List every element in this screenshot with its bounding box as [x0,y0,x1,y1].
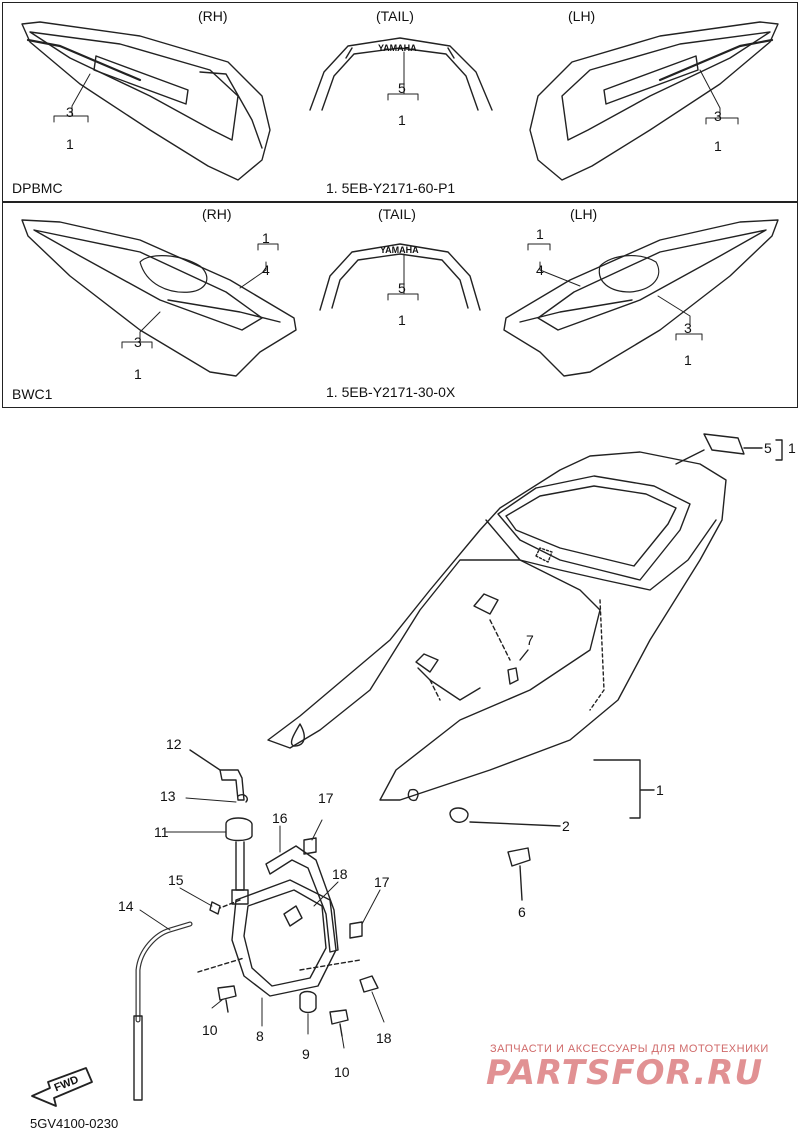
tail-cover-2 [319,243,481,311]
tail-decal-part [703,433,745,455]
callout-p1-rh-1: 1 [66,136,74,152]
callout-7: 7 [526,632,534,648]
panel1-rh-label: (RH) [198,8,228,24]
panel2-yamaha-logo: YAMAHA [380,245,419,255]
panel1-yamaha-logo: YAMAHA [378,43,417,53]
decal-panel-dpbmc [2,2,798,202]
panel2-tail-label: (TAIL) [378,206,416,222]
callout-18a: 18 [332,866,348,882]
callout-17b: 17 [374,874,390,890]
callout-p2-lh-3: 3 [684,320,692,336]
panel1-tail-label: (TAIL) [376,8,414,24]
callout-p2-rh-3: 3 [134,334,142,350]
bolt-6 [507,847,531,901]
callout-17a: 17 [318,790,334,806]
callout-14: 14 [118,898,134,914]
seat-cowl-assembly [267,451,727,802]
callout-5: 5 [764,440,772,456]
callout-p2-rh-4: 4 [262,262,270,278]
callout-p1-rh-3: 3 [66,104,74,120]
lh-side-cover-1 [529,21,779,181]
callout-p2-lh-4: 4 [536,262,544,278]
panel2-part-number: 1. 5EB-Y2171-30-0X [326,384,456,400]
callout-10a: 10 [202,1022,218,1038]
bolt-7 [507,667,519,685]
callout-p2-lh-1a: 1 [536,226,544,242]
callout-9: 9 [302,1046,310,1062]
bracket-5-1 [775,439,783,461]
callout-p1-lh-1: 1 [714,138,722,154]
callout-p2-lh-1b: 1 [684,352,692,368]
watermark-tagline: ЗАПЧАСТИ И АКСЕССУАРЫ ДЛЯ МОТОТЕХНИКИ [490,1043,769,1055]
rh-side-cover-2 [21,219,297,377]
callout-1: 1 [656,782,664,798]
callout-p2-tail-1: 1 [398,312,406,328]
callout-12: 12 [166,736,182,752]
panel1-code: DPBMC [12,180,63,196]
callout-p2-rh-1a: 1 [262,230,270,246]
callout-8: 8 [256,1028,264,1044]
rh-side-cover-1 [21,21,271,181]
decal-panel-bwc1 [2,202,798,408]
leader-2 [469,821,561,827]
callout-15: 15 [168,872,184,888]
lh-side-cover-2 [503,219,779,377]
leader-5 [675,447,763,465]
callout-p1-tail-1: 1 [398,112,406,128]
panel2-code: BWC1 [12,386,53,402]
callout-2: 2 [562,818,570,834]
leader-7 [519,649,529,661]
callout-p1-tail-5: 5 [398,80,406,96]
panel2-rh-label: (RH) [202,206,232,222]
panel2-lh-label: (LH) [570,206,598,222]
callout-13: 13 [160,788,176,804]
document-code: 5GV4100-0230 [30,1116,119,1131]
panel-callout-brackets [53,51,739,349]
watermark-logo: PARTSFOR.RU [486,1053,764,1093]
callout-10b: 10 [334,1064,350,1080]
callout-1-top: 1 [788,440,796,456]
callout-p1-lh-3: 3 [714,108,722,124]
grommet-2 [449,807,469,823]
callout-11: 11 [154,824,169,840]
callout-p2-tail-5: 5 [398,280,406,296]
callout-p2-rh-1b: 1 [134,366,142,382]
callout-6: 6 [518,904,526,920]
bracket-1 [593,759,655,819]
fwd-arrow-shape [31,1067,93,1107]
panel1-part-number: 1. 5EB-Y2171-60-P1 [326,180,456,196]
panel1-lh-label: (LH) [568,8,596,24]
callout-16: 16 [272,810,288,826]
callout-18b: 18 [376,1030,392,1046]
tail-cover-1 [309,37,493,111]
lower-leaders [139,797,385,1049]
